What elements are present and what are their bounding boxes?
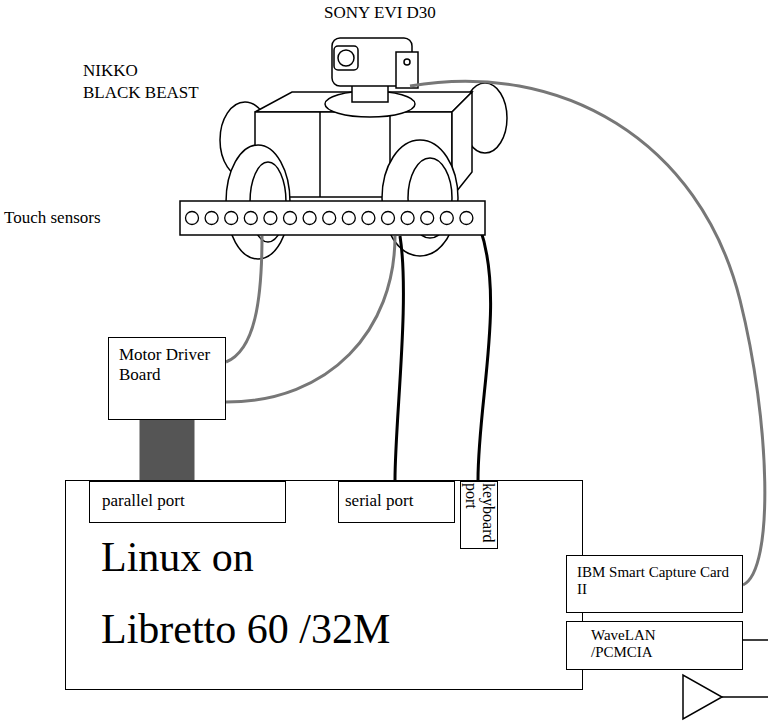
text-block: Linux on Libretto 60 /32M <box>101 521 441 665</box>
touch-sensor <box>382 212 395 225</box>
wrap-spacer <box>281 521 441 593</box>
camera-side-box <box>396 52 418 88</box>
card-box: WaveLAN /PCMCIA <box>566 621 743 670</box>
chassis-edge <box>319 112 321 197</box>
touch-sensor <box>225 212 238 225</box>
camera-lens-hood <box>334 46 358 70</box>
touch-sensor <box>323 212 336 225</box>
port-box: serial port <box>338 481 455 523</box>
touch-sensor <box>362 212 375 225</box>
touch-sensor <box>284 212 297 225</box>
box-text: Motor Driver Board <box>119 345 215 384</box>
wrap-spacer <box>155 60 223 82</box>
port-name: keyboard port <box>462 483 496 547</box>
port-box: keyboard port <box>460 481 498 549</box>
camera-lens <box>338 50 354 66</box>
part-label: Touch sensors <box>4 207 176 229</box>
port-box: parallel port <box>89 481 286 523</box>
box-text: serial port <box>345 491 448 511</box>
motor-wire <box>226 236 395 402</box>
touch-sensor <box>440 212 453 225</box>
serial-cable <box>395 236 403 480</box>
box-text: WaveLAN /PCMCIA <box>591 627 718 662</box>
touch-sensor <box>303 212 316 225</box>
laptop-box: parallel port serial port keyboard portLin… <box>65 480 583 690</box>
sensor-cable <box>478 228 491 480</box>
label-text: NIKKO BLACK BEAST <box>83 61 199 102</box>
motor-driver-box: Motor Driver Board <box>108 337 226 420</box>
touch-sensor <box>205 212 218 225</box>
touch-sensor <box>186 212 199 225</box>
motor-wire <box>226 236 262 362</box>
card-box: IBM Smart Capture Card II <box>566 555 743 613</box>
touch-sensor <box>264 212 277 225</box>
touch-sensor <box>401 212 414 225</box>
touch-sensor <box>421 212 434 225</box>
touch-sensor <box>460 212 473 225</box>
video-cable <box>410 81 765 585</box>
sensor-strip <box>180 201 485 235</box>
box-text: IBM Smart Capture Card II <box>577 564 732 599</box>
antenna-wire <box>743 639 768 641</box>
camera-dot <box>404 59 410 65</box>
touch-sensor-bar <box>180 201 485 235</box>
touch-sensor <box>342 212 355 225</box>
computer-name: Linux on Libretto 60 /32M <box>101 534 390 652</box>
port-connector <box>140 420 195 481</box>
wheel <box>382 140 458 256</box>
label-text: Touch sensors <box>4 208 101 227</box>
amp-wire <box>722 696 768 698</box>
touch-sensor <box>244 212 257 225</box>
amplifier-symbol <box>683 675 722 719</box>
camera-label: SONY EVI D30 <box>300 2 460 24</box>
box-text: parallel port <box>102 491 273 511</box>
robot-label: NIKKO BLACK BEAST <box>83 60 223 104</box>
label-text: SONY EVI D30 <box>324 3 436 22</box>
